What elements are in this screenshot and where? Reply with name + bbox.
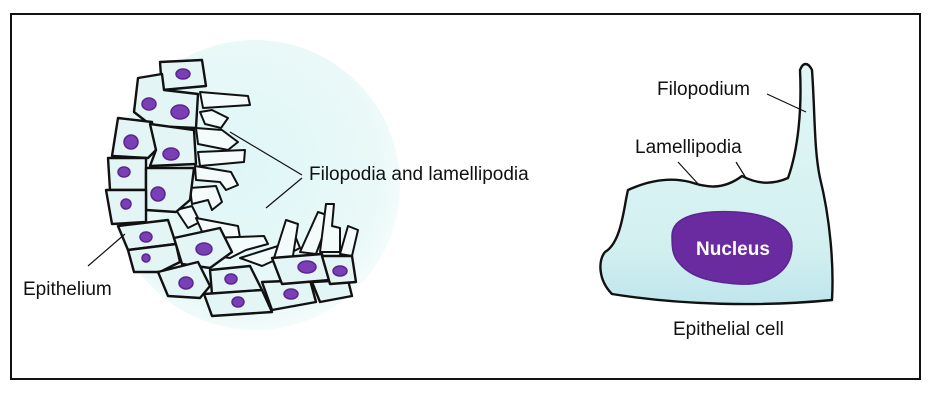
nucleus-dot	[141, 97, 157, 111]
nucleus-dot	[297, 260, 317, 274]
pointer-lamellipodia-left	[677, 161, 701, 187]
pointer-epithelium	[87, 233, 126, 267]
epithelium-illustration: Filopodia and lamellipodia Epithelium	[23, 40, 529, 330]
filopodia-lamellipodia-label: Filopodia and lamellipodia	[309, 164, 529, 185]
epithelium-label: Epithelium	[23, 279, 112, 300]
nucleus-dot	[120, 198, 132, 210]
nucleus-dot	[150, 186, 166, 202]
nucleus-dot	[117, 166, 131, 178]
single-cell-illustration: Nucleus Filopodium Lamellipodia Epitheli…	[599, 62, 834, 340]
nucleus-dot	[141, 253, 151, 263]
epithelial-cell	[126, 242, 182, 274]
pointer-filopodia-lower	[265, 177, 303, 209]
nucleus-dot	[224, 273, 238, 285]
pointer-lines-left	[87, 131, 303, 267]
nucleus-dot	[231, 296, 245, 308]
nucleus-shape	[671, 210, 793, 285]
lamellipodia-label: Lamellipodia	[635, 137, 742, 158]
protrusion	[195, 127, 239, 151]
nucleus-dot	[123, 134, 139, 150]
protrusion	[197, 149, 246, 167]
nucleus-dot	[195, 242, 213, 256]
nucleus-dot	[332, 265, 348, 277]
nucleus-dot	[178, 276, 194, 290]
filopodium-label: Filopodium	[657, 79, 750, 100]
epithelium-nuclei	[117, 68, 348, 308]
nucleus-dot	[139, 231, 153, 243]
nucleus-dot	[283, 288, 299, 300]
protrusion	[199, 109, 229, 129]
nucleus-dot	[162, 147, 180, 161]
epithelial-cell	[148, 122, 198, 168]
protrusion	[194, 165, 239, 191]
pointer-lamellipodia-right	[735, 161, 747, 179]
nucleus-label: Nucleus	[696, 239, 770, 260]
pointer-filopodia-upper	[229, 131, 303, 176]
pointer-filopodium	[766, 93, 807, 113]
nucleus-dot	[170, 104, 190, 120]
pointer-lines-right	[677, 93, 807, 187]
nucleus-dot	[175, 68, 191, 80]
protrusion	[199, 91, 251, 109]
protrusion	[189, 185, 223, 211]
epithelial-cell-label: Epithelial cell	[673, 319, 784, 340]
